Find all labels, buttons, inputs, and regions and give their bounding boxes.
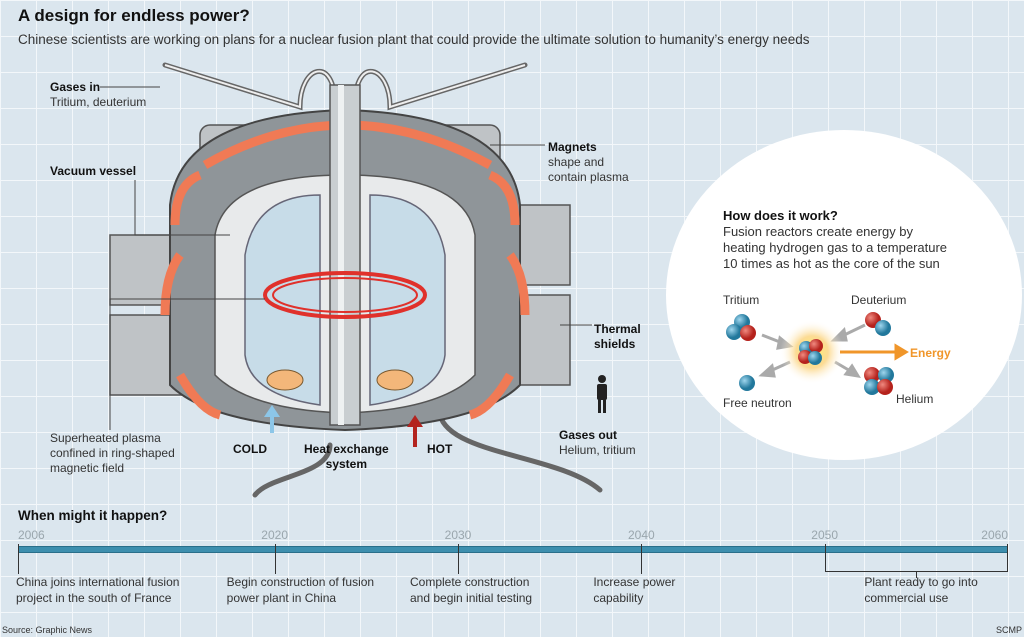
how-it-works-panel [666,130,1022,460]
label-free-neutron: Free neutron [723,396,792,410]
cold-arrow-icon [264,405,280,433]
label-helium: Helium [896,392,934,406]
label-hot: HOT [427,442,453,456]
timeline-year: 2020 [261,528,289,542]
how-it-works-text: How does it work? Fusion reactors create… [723,208,973,272]
deuterium-atom [865,312,891,336]
fusion-reaction-diagram [726,312,909,395]
timeline-tick [824,544,1008,572]
free-neutron-atom [739,375,755,391]
plasma-ring [263,271,427,319]
timeline-year: 2040 [627,528,655,542]
timeline-year: 2060 [981,528,1008,542]
how-line: heating hydrogen gas to a temperature [723,240,948,255]
timeline-tick [641,544,643,574]
fusing-nucleus [798,339,823,365]
credit: SCMP [995,625,1022,635]
how-line: Fusion reactors create energy by [723,224,914,239]
person-scale-icon [597,375,607,413]
how-line: 10 times as hot as the core of the sun [723,256,940,271]
timeline-tick [18,544,19,574]
timeline-year: 2050 [811,528,839,542]
label-energy: Energy [910,346,951,360]
page-title: A design for endless power? [18,6,250,25]
page-subtitle: Chinese scientists are working on plans … [18,32,810,47]
timeline-year: 2006 [18,528,45,542]
label-deuterium: Deuterium [851,293,907,307]
timeline-title: When might it happen? [18,508,168,523]
plasma-chamber-left [244,194,321,406]
central-solenoid [329,84,361,426]
timeline-tick [274,544,276,574]
label-vacuum-vessel: Vacuum vessel [50,164,137,178]
leader-lines [100,86,592,430]
plasma-chamber-right [369,194,446,406]
timeline-tick [458,544,459,574]
label-tritium: Tritium [723,293,760,307]
tritium-atom [726,314,756,341]
helium-atom [864,367,894,395]
label-cold: COLD [233,442,267,456]
timeline-year: 2030 [444,528,472,542]
how-title: How does it work? [723,208,838,223]
reactor-illustration [100,62,607,498]
energy-arrow [840,343,909,361]
divertors [266,369,414,391]
timeline-tick [916,572,918,578]
source-note: Source: Graphic News [2,625,93,635]
timeline-bar [18,546,1008,553]
hot-arrow-icon [407,415,423,447]
